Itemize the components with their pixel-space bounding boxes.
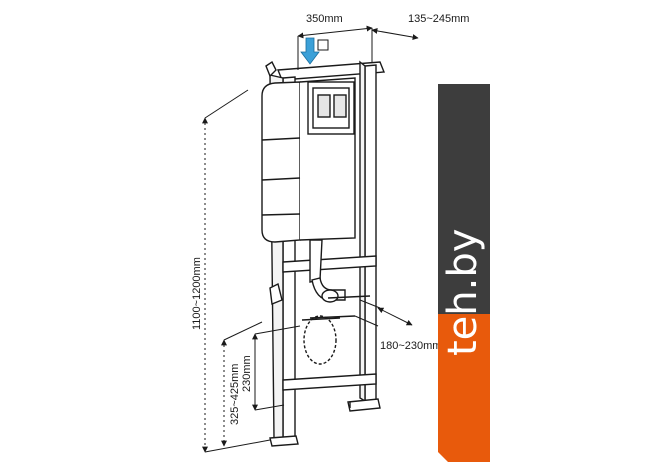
logo-top-block: [438, 84, 490, 314]
arrow-down-icon: [300, 37, 320, 65]
frame-drawing: [261, 60, 386, 447]
total-height-label: 1100~1200mm: [191, 257, 203, 330]
side-bracket: [269, 282, 283, 305]
fixing-spacing-line: [377, 307, 413, 326]
top-hook: [265, 60, 277, 78]
frame-width-label: 350mm: [306, 13, 343, 25]
logo-text: teh.by: [440, 229, 486, 356]
top-crossbar: [276, 61, 386, 81]
flush-arrow: [300, 37, 329, 65]
right-foot: [347, 398, 381, 412]
logo-bottom-block: [438, 314, 490, 462]
flush-pipe: [309, 239, 323, 283]
middle-crossbar: [282, 255, 377, 273]
outlet-height-label: 230mm: [241, 355, 253, 392]
cistern-tank: [261, 81, 301, 243]
left-foot: [269, 435, 299, 447]
lower-crossbar: [282, 373, 377, 391]
fixing-spacing-label: 180~230mm: [380, 340, 441, 352]
depth-line: [371, 27, 419, 41]
depth-label: 135~245mm: [408, 13, 469, 25]
right-post-back: [359, 60, 366, 403]
frame-width-line: [297, 25, 373, 39]
right-post: [364, 64, 377, 402]
bowl-height-label: 325~425mm: [229, 364, 241, 425]
teh-by-logo: teh.by: [438, 84, 490, 462]
drain-connection: [303, 315, 337, 365]
